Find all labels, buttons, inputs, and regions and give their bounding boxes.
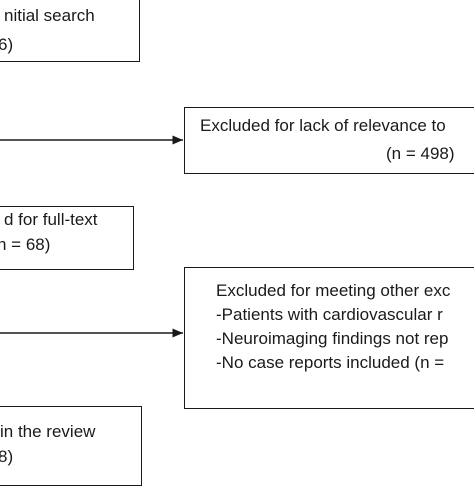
full-text-box [0, 206, 134, 270]
included-review-label: in the review [0, 422, 96, 441]
full-text-label: d for full-text [4, 210, 98, 229]
excluded-other-box [184, 267, 474, 409]
excluded-other-item-1: -Patients with cardiovascular r [216, 305, 443, 324]
connector-lines [0, 135, 183, 338]
excluded-other-item-2: -Neuroimaging findings not rep [216, 329, 449, 348]
full-text-count: n = 68) [0, 235, 51, 254]
initial-search-label: nitial search [4, 6, 95, 25]
included-review-count: 8) [0, 447, 14, 466]
excluded-relevance-box [184, 107, 474, 174]
initial-search-count: 6) [0, 35, 14, 54]
excluded-relevance-label: Excluded for lack of relevance to [200, 116, 446, 135]
initial-search-box [0, 0, 140, 62]
excluded-other-item-3: -No case reports included (n = [216, 353, 445, 372]
excluded-other-label: Excluded for meeting other exc [216, 281, 451, 300]
included-review-box [0, 406, 142, 486]
excluded-relevance-count: (n = 498) [386, 144, 455, 163]
